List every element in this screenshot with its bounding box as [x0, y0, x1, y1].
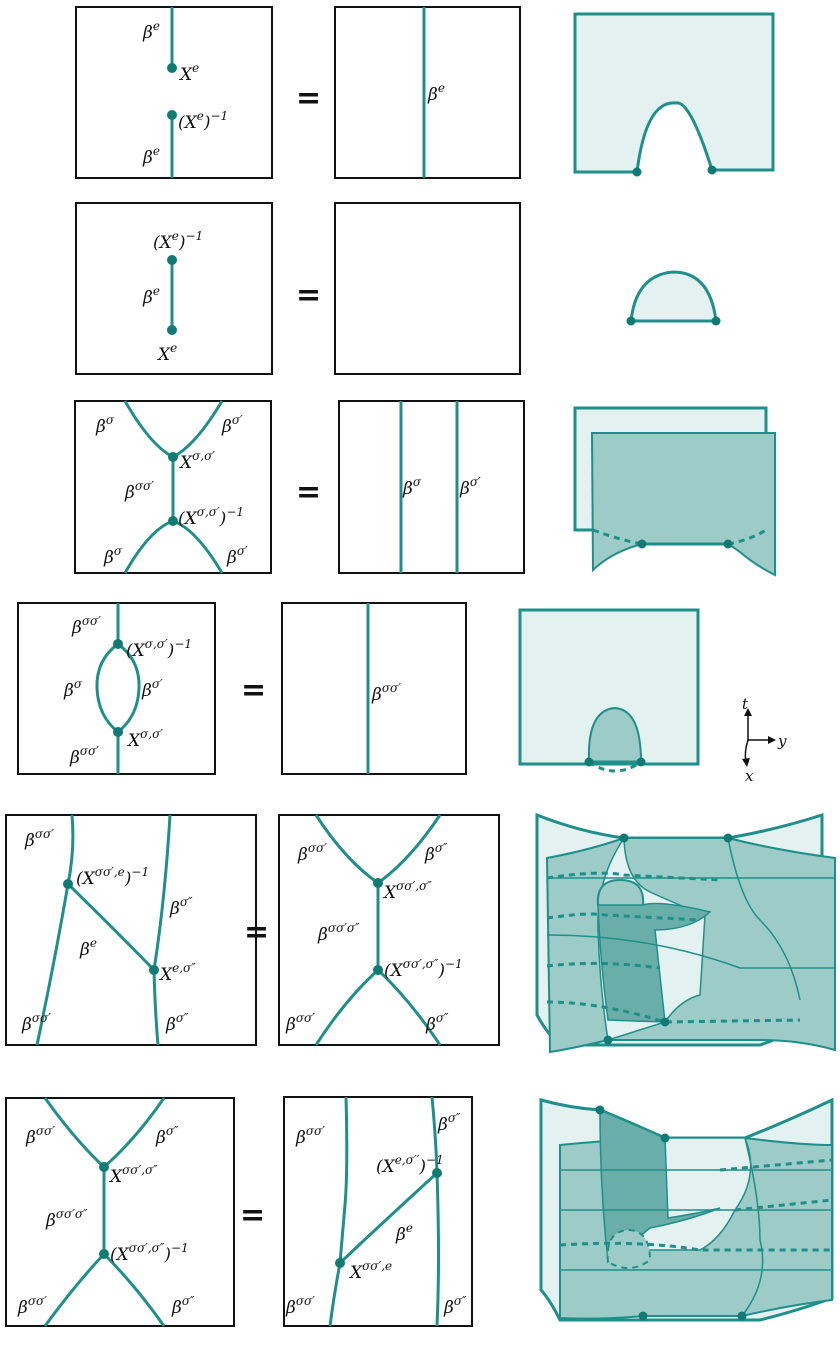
- svg-text:βσσ′: βσσ′: [297, 841, 327, 865]
- row5-surface: [535, 812, 836, 1054]
- row1-surface: [573, 12, 775, 177]
- row5-right-box: [278, 814, 500, 1046]
- svg-text:βσ′: βσ′: [226, 544, 248, 568]
- row6-right-box: [283, 1096, 473, 1327]
- svg-text:βσσ′: βσσ′: [71, 614, 101, 638]
- svg-text:βσ: βσ: [402, 475, 422, 499]
- svg-text:βσσ′: βσσ′: [21, 1011, 51, 1035]
- svg-text:βe: βe: [395, 1221, 413, 1245]
- svg-text:βσ″: βσ″: [171, 1294, 195, 1318]
- svg-text:=: =: [240, 1198, 265, 1233]
- svg-text:βσ′: βσ′: [141, 677, 163, 701]
- row2-bottom-node: [167, 325, 177, 335]
- svg-text:βe: βe: [79, 936, 97, 960]
- svg-text:=: =: [296, 475, 321, 510]
- row2-top-node: [167, 255, 177, 265]
- svg-text:βσσ′: βσσ′: [371, 681, 401, 705]
- svg-text:x: x: [745, 767, 754, 785]
- row1-right-box: [334, 6, 521, 179]
- row-4: βσσ′ (Xσ,σ′)−1 βσ βσ′ Xσ,σ′ βσσ′ = βσσ′ …: [17, 602, 787, 785]
- svg-text:βσ″: βσ″: [165, 1011, 189, 1035]
- row2-right-box: [334, 202, 521, 375]
- svg-text:βσσ′: βσσ′: [69, 744, 99, 768]
- svg-text:(Xσ,σ′)−1: (Xσ,σ′)−1: [126, 637, 192, 661]
- svg-text:βσσ′: βσσ′: [124, 479, 154, 503]
- row2-left-box: [75, 202, 273, 375]
- row-5: βσσ′ (Xσσ′,e)−1 βσ″ βe Xe,σ″ βσσ′ βσ″ = …: [5, 812, 836, 1054]
- svg-text:βσσ′: βσσ′: [25, 1124, 55, 1148]
- row3-right-box: [338, 400, 525, 574]
- row-6: βσσ′ βσ″ Xσσ′,σ″ βσσ′σ″ (Xσσ′,σ″)−1 βσσ′…: [5, 1096, 834, 1327]
- svg-text:Xe: Xe: [178, 61, 199, 85]
- svg-text:Xσ,σ′: Xσ,σ′: [178, 449, 215, 473]
- row-3: βσ βσ′ Xσ,σ′ βσσ′ (Xσ,σ′)−1 βσ βσ′ = βσ …: [74, 400, 776, 577]
- svg-text:Xe,σ″: Xe,σ″: [158, 961, 196, 985]
- svg-text:Xσ,σ′: Xσ,σ′: [126, 727, 163, 751]
- row5-left-box: [5, 814, 257, 1046]
- row3-surface: [573, 406, 776, 577]
- row4-surface: [518, 608, 700, 773]
- svg-text:y: y: [777, 732, 787, 750]
- row3-left-box: [74, 400, 272, 574]
- svg-text:=: =: [244, 915, 269, 950]
- svg-text:Xσσ′,σ″: Xσσ′,σ″: [108, 1163, 158, 1187]
- svg-text:βσ″: βσ″: [437, 1111, 461, 1135]
- svg-text:βσσ′: βσσ′: [17, 1294, 47, 1318]
- svg-text:βσ″: βσ″: [443, 1294, 467, 1318]
- svg-text:βσσ′: βσσ′: [285, 1294, 315, 1318]
- row4-right-box: [281, 602, 467, 775]
- svg-text:βσ″: βσ″: [425, 1011, 449, 1035]
- row1-lower-node: [167, 110, 177, 120]
- svg-text:βσσ′: βσσ′: [285, 1011, 315, 1035]
- svg-text:Xσσ′,e: Xσσ′,e: [348, 1259, 392, 1283]
- svg-text:(Xe,σ′′)−1: (Xe,σ′′)−1: [376, 1153, 444, 1177]
- svg-text:βσσ′: βσσ′: [24, 827, 54, 851]
- svg-text:(Xσσ′,e)−1: (Xσσ′,e)−1: [76, 865, 149, 889]
- svg-text:βe: βe: [142, 19, 160, 43]
- svg-text:βσ: βσ: [95, 413, 115, 437]
- svg-text:βσ″: βσ″: [155, 1124, 179, 1148]
- row6-surface: [539, 1097, 834, 1322]
- row-2: (Xe)−1 βe Xe =: [75, 202, 721, 375]
- svg-text:βσ: βσ: [63, 677, 83, 701]
- axes-indicator: t y x: [742, 695, 787, 785]
- svg-text:(Xe)−1: (Xe)−1: [178, 109, 228, 133]
- svg-text:βe: βe: [142, 144, 160, 168]
- svg-text:βe: βe: [142, 284, 160, 308]
- row-1: βe Xe (Xe)−1 βe = βe: [75, 6, 775, 179]
- svg-text:(Xe)−1: (Xe)−1: [153, 229, 203, 253]
- svg-text:(Xσσ′,σ″)−1: (Xσσ′,σ″)−1: [110, 1241, 189, 1265]
- svg-text:βσ″: βσ″: [424, 841, 448, 865]
- svg-text:βσσ′: βσσ′: [295, 1124, 325, 1148]
- svg-text:Xσσ′,σ″: Xσσ′,σ″: [382, 879, 432, 903]
- svg-text:βσσ′σ″: βσσ′σ″: [317, 921, 360, 945]
- row6-left-box: [5, 1097, 235, 1327]
- equals-sign: =: [296, 81, 321, 116]
- svg-text:=: =: [241, 673, 266, 708]
- svg-text:Xe: Xe: [156, 341, 177, 365]
- svg-text:=: =: [296, 278, 321, 313]
- svg-text:(Xσσ′,σ″)−1: (Xσσ′,σ″)−1: [384, 957, 463, 981]
- row1-left-box: [75, 6, 273, 179]
- row1-upper-node: [167, 63, 177, 73]
- svg-text:βσσ′σ″: βσσ′σ″: [45, 1207, 88, 1231]
- svg-text:βe: βe: [427, 81, 445, 105]
- svg-text:βσ′: βσ′: [459, 475, 481, 499]
- svg-text:t: t: [742, 695, 749, 713]
- svg-text:βσ: βσ: [103, 544, 123, 568]
- svg-text:βσ″: βσ″: [169, 895, 193, 919]
- row2-surface: [626, 270, 721, 326]
- svg-text:βσ′: βσ′: [221, 413, 243, 437]
- svg-text:(Xσ,σ′)−1: (Xσ,σ′)−1: [178, 505, 244, 529]
